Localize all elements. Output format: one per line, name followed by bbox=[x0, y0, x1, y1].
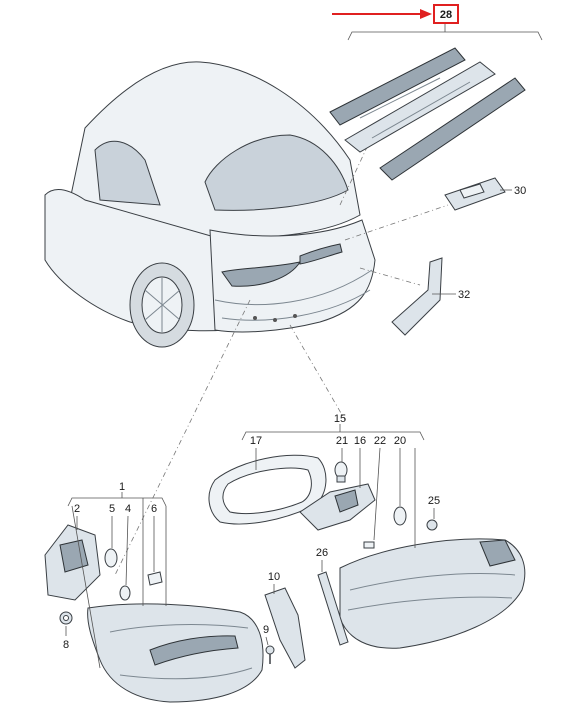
callout-10: 10 bbox=[268, 571, 280, 583]
callout-22: 22 bbox=[374, 435, 386, 447]
callout-17: 17 bbox=[250, 435, 262, 447]
part-17-gasket bbox=[208, 454, 327, 525]
inner-tail-light bbox=[339, 538, 526, 649]
part-2-bulb-carrier bbox=[44, 524, 101, 601]
part-9-screw bbox=[265, 645, 275, 664]
callout-30: 30 bbox=[514, 185, 526, 197]
callout-26: 26 bbox=[316, 547, 328, 559]
callout-6: 6 bbox=[151, 503, 157, 515]
callout-1: 1 bbox=[119, 481, 125, 493]
part-21-bulb bbox=[334, 461, 348, 483]
callout-32: 32 bbox=[458, 289, 470, 301]
part-10-bracket bbox=[264, 587, 306, 669]
callout-20: 20 bbox=[394, 435, 406, 447]
part-32-bracket bbox=[391, 257, 443, 336]
callout-4: 4 bbox=[125, 503, 131, 515]
part-8-grommet bbox=[59, 611, 73, 625]
outer-tail-light bbox=[87, 603, 264, 703]
highlight-callout-28: 28 bbox=[332, 4, 459, 24]
callout-9: 9 bbox=[263, 624, 269, 636]
callout-15: 15 bbox=[334, 413, 346, 425]
callout-25: 25 bbox=[428, 495, 440, 507]
part-26-seal-strip bbox=[317, 571, 349, 646]
callout-21: 21 bbox=[336, 435, 348, 447]
callout-5: 5 bbox=[109, 503, 115, 515]
car-rear-illustration bbox=[44, 61, 376, 348]
callout-8: 8 bbox=[63, 639, 69, 651]
part-28-third-brake-light bbox=[329, 47, 526, 181]
part-5-bulb bbox=[104, 548, 118, 568]
part-20-bulb bbox=[393, 506, 407, 526]
callout-2: 2 bbox=[74, 503, 80, 515]
part-25-nut bbox=[426, 519, 438, 531]
callout-28: 28 bbox=[440, 9, 452, 21]
part-16-bulb-holder bbox=[299, 483, 376, 531]
callout-16: 16 bbox=[354, 435, 366, 447]
part-22-small-bulb bbox=[363, 541, 375, 549]
part-6-bulb bbox=[147, 571, 163, 586]
part-4-bulb bbox=[119, 585, 131, 601]
part-30-license-light bbox=[444, 177, 506, 211]
